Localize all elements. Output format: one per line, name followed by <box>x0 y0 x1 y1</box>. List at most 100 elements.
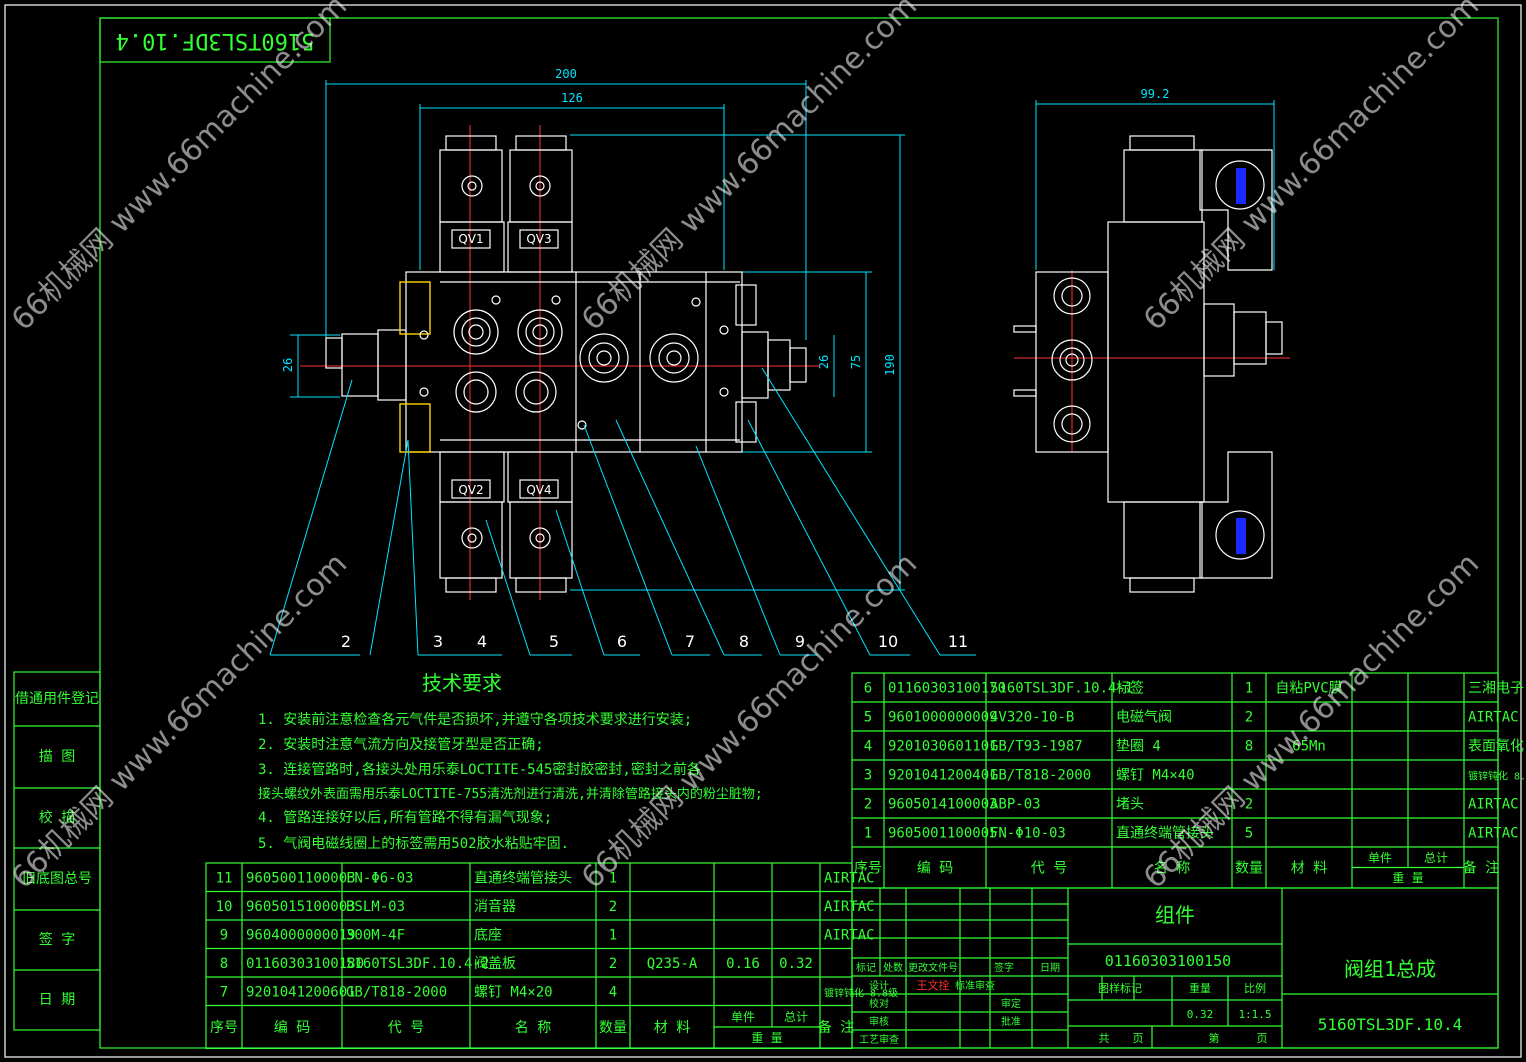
bom-cell-no: 1 <box>864 826 872 842</box>
bom-header: 代 号 <box>1031 860 1067 876</box>
bom-cell-name: 堵头 <box>1116 797 1144 813</box>
designer-name: 王文拴 <box>917 978 950 992</box>
tech-req-3b: 接头螺纹外表面需用乐泰LOCTITE-755清洗剂进行清洗,并清除管路接头内的粉… <box>258 786 763 802</box>
svg-text:66机械网 www.66machine.com: 66机械网 www.66machine.com <box>1137 546 1486 895</box>
bom-header: 名 称 <box>1154 860 1190 876</box>
assembly-name: 阀组1总成 <box>1344 957 1436 981</box>
part-type: 组件 <box>1155 903 1195 927</box>
bom-cell-name: 消音器 <box>474 898 516 915</box>
bom-cell-qty: 2 <box>1245 797 1253 813</box>
svg-text:校对: 校对 <box>869 997 889 1010</box>
balloon-2: 2 <box>341 632 351 651</box>
bom-header: 代 号 <box>388 1020 424 1036</box>
svg-text:工艺审查: 工艺审查 <box>859 1033 899 1046</box>
bom-cell-code: 9605015100003 <box>246 899 356 915</box>
bom-cell-mat: 65Mn <box>1292 739 1326 755</box>
bom-cell-ref: FN-Φ10-03 <box>990 826 1066 842</box>
svg-text:设计: 设计 <box>869 979 889 992</box>
svg-text:更改文件号: 更改文件号 <box>908 961 958 974</box>
bom-cell-no: 5 <box>864 710 872 726</box>
bom-cell-note: 三湘电子 <box>1468 681 1524 697</box>
bom-cell-mat: Q235-A <box>647 956 698 972</box>
bom-header: 单件 <box>1368 851 1392 865</box>
balloon-7: 7 <box>685 632 695 651</box>
balloon-6: 6 <box>617 632 627 651</box>
tech-req-4: 4. 管路连接好以后,所有管路不得有漏气现象; <box>258 809 552 826</box>
bom-cell-qty: 2 <box>1245 710 1253 726</box>
bom-cell-code: 9605014100003 <box>888 797 998 813</box>
bom-cell-note: AIRTAC <box>824 899 875 915</box>
bom-cell-no: 6 <box>864 681 872 697</box>
bom-cell-qty: 2 <box>609 956 617 972</box>
bom-cell-code: 01160303100170 <box>888 681 1006 697</box>
bom-cell-qty: 1 <box>609 870 617 886</box>
watermarks: 66机械网 www.66machine.com 66机械网 www.66mach… <box>5 0 1486 896</box>
svg-text:页: 页 <box>1133 1032 1144 1045</box>
tech-req-title: 技术要求 <box>422 671 502 695</box>
dim-99-2: 99.2 <box>1141 87 1170 101</box>
valve-qv4: QV4 <box>526 483 551 497</box>
bom-cell-note: 镀锌钝化 8.8级 <box>824 986 898 999</box>
valve-qv3: QV3 <box>526 232 551 246</box>
bom-cell-no: 2 <box>864 797 872 813</box>
svg-text:标准审查: 标准审查 <box>955 979 995 992</box>
bom-header: 重 量 <box>751 1031 782 1045</box>
valve-qv2: QV2 <box>458 483 483 497</box>
bom-header: 单件 <box>731 1010 755 1024</box>
svg-text:处数: 处数 <box>883 961 903 974</box>
bom-header: 编 码 <box>274 1020 310 1036</box>
dim-200: 200 <box>555 67 577 81</box>
left-stamp-column: 借通用件登记 描 图 校 描 旧底图总号 签 字 日 期 <box>13 671 101 1031</box>
stamp-3: 旧底图总号 <box>22 871 92 887</box>
dim-75: 75 <box>849 355 863 369</box>
svg-text:比例: 比例 <box>1244 981 1266 995</box>
svg-text:66机械网 www.66machine.com: 66机械网 www.66machine.com <box>575 0 924 338</box>
bom-cell-code: 9605001100003 <box>246 870 356 886</box>
bom-cell-qty: 5 <box>1245 826 1253 842</box>
drawing-number: 5160TSL3DF.10.4 <box>1318 1015 1463 1034</box>
stamp-0: 借通用件登记 <box>15 691 99 707</box>
bom-cell-qty: 4 <box>609 984 617 1000</box>
side-view: 99.2 <box>1013 87 1290 593</box>
bom-cell-name: 阀盖板 <box>474 956 516 972</box>
bom-header: 材 料 <box>654 1020 690 1036</box>
dim-190: 190 <box>883 354 897 376</box>
bom-cell-ref: 4V320-10-B <box>990 710 1074 726</box>
stamp-4: 签 字 <box>39 931 75 948</box>
weight-value: 0.32 <box>1187 1008 1214 1021</box>
bom-cell-ref: 5160TSL3DF.10.4-1 <box>990 681 1133 697</box>
valve-qv1: QV1 <box>458 232 483 246</box>
dim-26-left: 26 <box>281 358 295 372</box>
bom-cell-no: 9 <box>220 927 228 943</box>
stamp-2: 校 描 <box>39 809 75 826</box>
bom-header: 重 量 <box>1392 871 1423 885</box>
bom-header: 总计 <box>1424 851 1448 865</box>
tech-req-2: 2. 安装时注意气流方向及接管牙型是否正确; <box>258 736 544 753</box>
svg-text:重量: 重量 <box>1189 981 1211 995</box>
svg-text:日期: 日期 <box>1040 962 1060 974</box>
bom-cell-unit: 0.16 <box>726 956 760 972</box>
bom-cell-ref: FN-Φ6-03 <box>346 870 413 886</box>
bom-header: 数量 <box>599 1020 627 1036</box>
balloon-4: 4 <box>477 632 487 651</box>
bom-cell-no: 8 <box>220 956 228 972</box>
bom-cell-code: 9604000000019 <box>246 927 356 943</box>
bom-cell-name: 垫圈 4 <box>1116 739 1161 755</box>
stamp-5: 日 期 <box>39 992 75 1008</box>
bom-cell-note: AIRTAC <box>1468 797 1519 813</box>
balloon-3: 3 <box>433 632 443 651</box>
svg-text:第: 第 <box>1209 1031 1220 1045</box>
title-block: 标记 处数 更改文件号 签字 日期 设计 王文拴 标准审查 校对 审定 审核 批… <box>851 887 1499 1049</box>
dim-126: 126 <box>561 91 583 105</box>
part-code: 01160303100150 <box>1105 952 1231 970</box>
bom-header: 数量 <box>1235 860 1263 876</box>
bom-cell-ref: 5160TSL3DF.10.4-2 <box>346 956 489 972</box>
bom-header: 序号 <box>210 1020 238 1036</box>
tech-req-5: 5. 气阀电磁线圈上的标签需用502胶水粘贴牢固. <box>258 835 569 852</box>
mirrored-code-box: 5160TSL3DF.10.4 <box>99 17 331 63</box>
bom-cell-code: 9201041200401 <box>888 768 998 784</box>
scale-value: 1:1.5 <box>1238 1008 1271 1021</box>
tech-requirements: 技术要求 1. 安装前注意检查各元气件是否损坏,并遵守各项技术要求进行安装; 2… <box>258 671 763 852</box>
